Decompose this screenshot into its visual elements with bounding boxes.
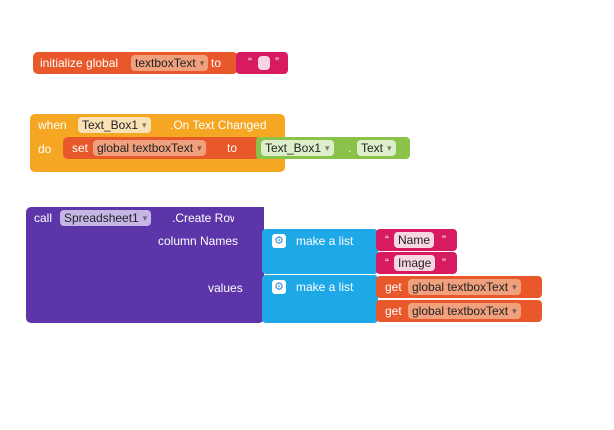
make-list-block-columns[interactable]: ⚙ make a list	[262, 229, 378, 274]
create-row-method-label: .Create Row	[172, 211, 239, 225]
variable-name-field[interactable]: textboxText	[131, 55, 209, 71]
getter-dot-label: .	[348, 141, 352, 155]
empty-text-block[interactable]: “ ”	[236, 52, 288, 74]
text-block-image[interactable]: “ Image ”	[376, 252, 457, 274]
gear-icon[interactable]: ⚙	[272, 280, 286, 294]
empty-text-field[interactable]	[258, 56, 270, 70]
make-list-label: make a list	[296, 234, 354, 248]
text-close-quote: ”	[275, 55, 279, 69]
when-label: when	[38, 118, 67, 132]
make-list-block-values[interactable]: ⚙ make a list	[262, 275, 378, 323]
set-label: set	[72, 141, 89, 155]
set-variable-block[interactable]: set global textboxText to	[63, 137, 260, 159]
text-open-quote: “	[385, 256, 389, 270]
textbox-text-getter-block[interactable]: Text_Box1 . Text	[256, 137, 410, 159]
event-block-bottom	[30, 160, 285, 172]
get-variable-dropdown[interactable]: global textboxText	[408, 279, 521, 295]
create-row-block-notch-right	[234, 207, 264, 231]
get-label: get	[385, 304, 402, 318]
getter-property-dropdown[interactable]: Text	[357, 140, 396, 156]
do-label: do	[38, 142, 52, 156]
get-variable-dropdown[interactable]: global textboxText	[408, 303, 521, 319]
initialize-global-block[interactable]: initialize global textboxText to	[33, 52, 238, 74]
to-label: to	[211, 56, 222, 70]
gear-icon[interactable]: ⚙	[272, 234, 286, 248]
set-variable-dropdown[interactable]: global textboxText	[93, 140, 206, 156]
text-block-name[interactable]: “ Name ”	[376, 229, 457, 251]
set-to-label: to	[227, 141, 238, 155]
column-names-label: column Names	[158, 234, 239, 248]
get-label: get	[385, 280, 402, 294]
text-close-quote: ”	[442, 233, 446, 247]
spreadsheet-component-dropdown[interactable]: Spreadsheet1	[60, 210, 152, 226]
text-value-image[interactable]: Image	[394, 255, 436, 271]
values-label: values	[208, 281, 243, 295]
get-variable-block-1[interactable]: get global textboxText	[376, 276, 542, 298]
initialize-global-label: initialize global	[40, 56, 119, 70]
text-close-quote: ”	[442, 256, 446, 270]
get-variable-block-2[interactable]: get global textboxText	[376, 300, 542, 322]
create-row-block[interactable]: call Spreadsheet1 .Create Row column Nam…	[26, 207, 264, 323]
getter-component-dropdown[interactable]: Text_Box1	[261, 140, 334, 156]
event-component-dropdown[interactable]: Text_Box1	[78, 117, 151, 133]
text-open-quote: “	[248, 55, 252, 69]
call-label: call	[34, 211, 53, 225]
make-list-label: make a list	[296, 280, 354, 294]
event-name-label: .On Text Changed	[170, 118, 267, 132]
text-open-quote: “	[385, 233, 389, 247]
text-value-name[interactable]: Name	[394, 232, 435, 248]
